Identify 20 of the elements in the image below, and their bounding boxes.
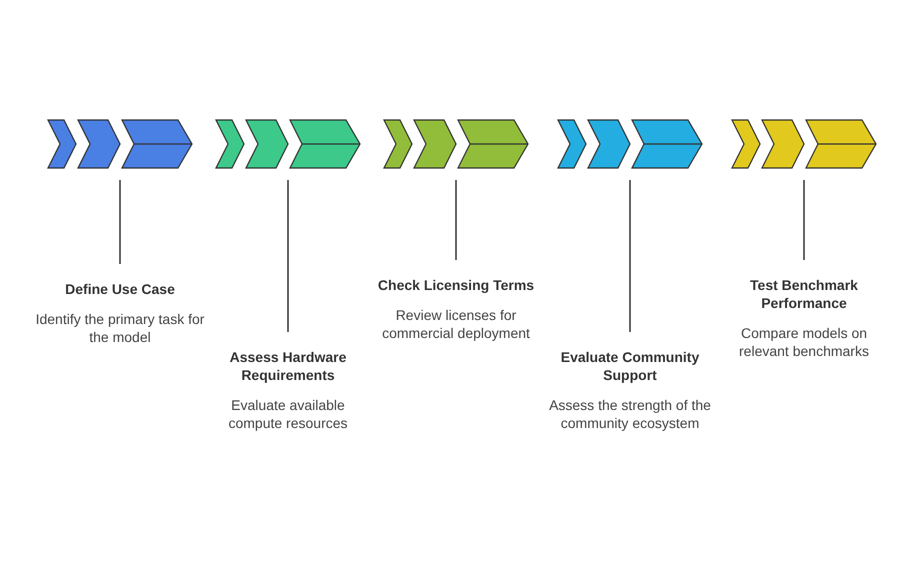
- chevron-arrows-icon: [732, 120, 876, 168]
- leader-line: [629, 180, 631, 332]
- chevron-arrows-icon: [48, 120, 192, 168]
- chevron-arrows-icon: [216, 120, 360, 168]
- step-description: Review licenses for commercial deployment: [381, 306, 531, 342]
- step-title: Evaluate Community Support: [560, 348, 700, 384]
- chevron-arrows-icon: [384, 120, 528, 168]
- leader-line: [119, 180, 121, 264]
- leader-line: [455, 180, 457, 260]
- leader-line: [287, 180, 289, 332]
- step-title: Define Use Case: [65, 280, 175, 298]
- step-title: Assess Hardware Requirements: [228, 348, 348, 384]
- step-title: Check Licensing Terms: [378, 276, 534, 294]
- step-description: Identify the primary task for the model: [35, 310, 205, 346]
- chevron-arrows-icon: [558, 120, 702, 168]
- step-description: Evaluate available compute resources: [227, 396, 349, 432]
- step-description: Assess the strength of the community ecosystem: [548, 396, 712, 432]
- leader-line: [803, 180, 805, 260]
- step-title: Test Benchmark Performance: [749, 276, 859, 312]
- step-description: Compare models on relevant benchmarks: [738, 324, 870, 360]
